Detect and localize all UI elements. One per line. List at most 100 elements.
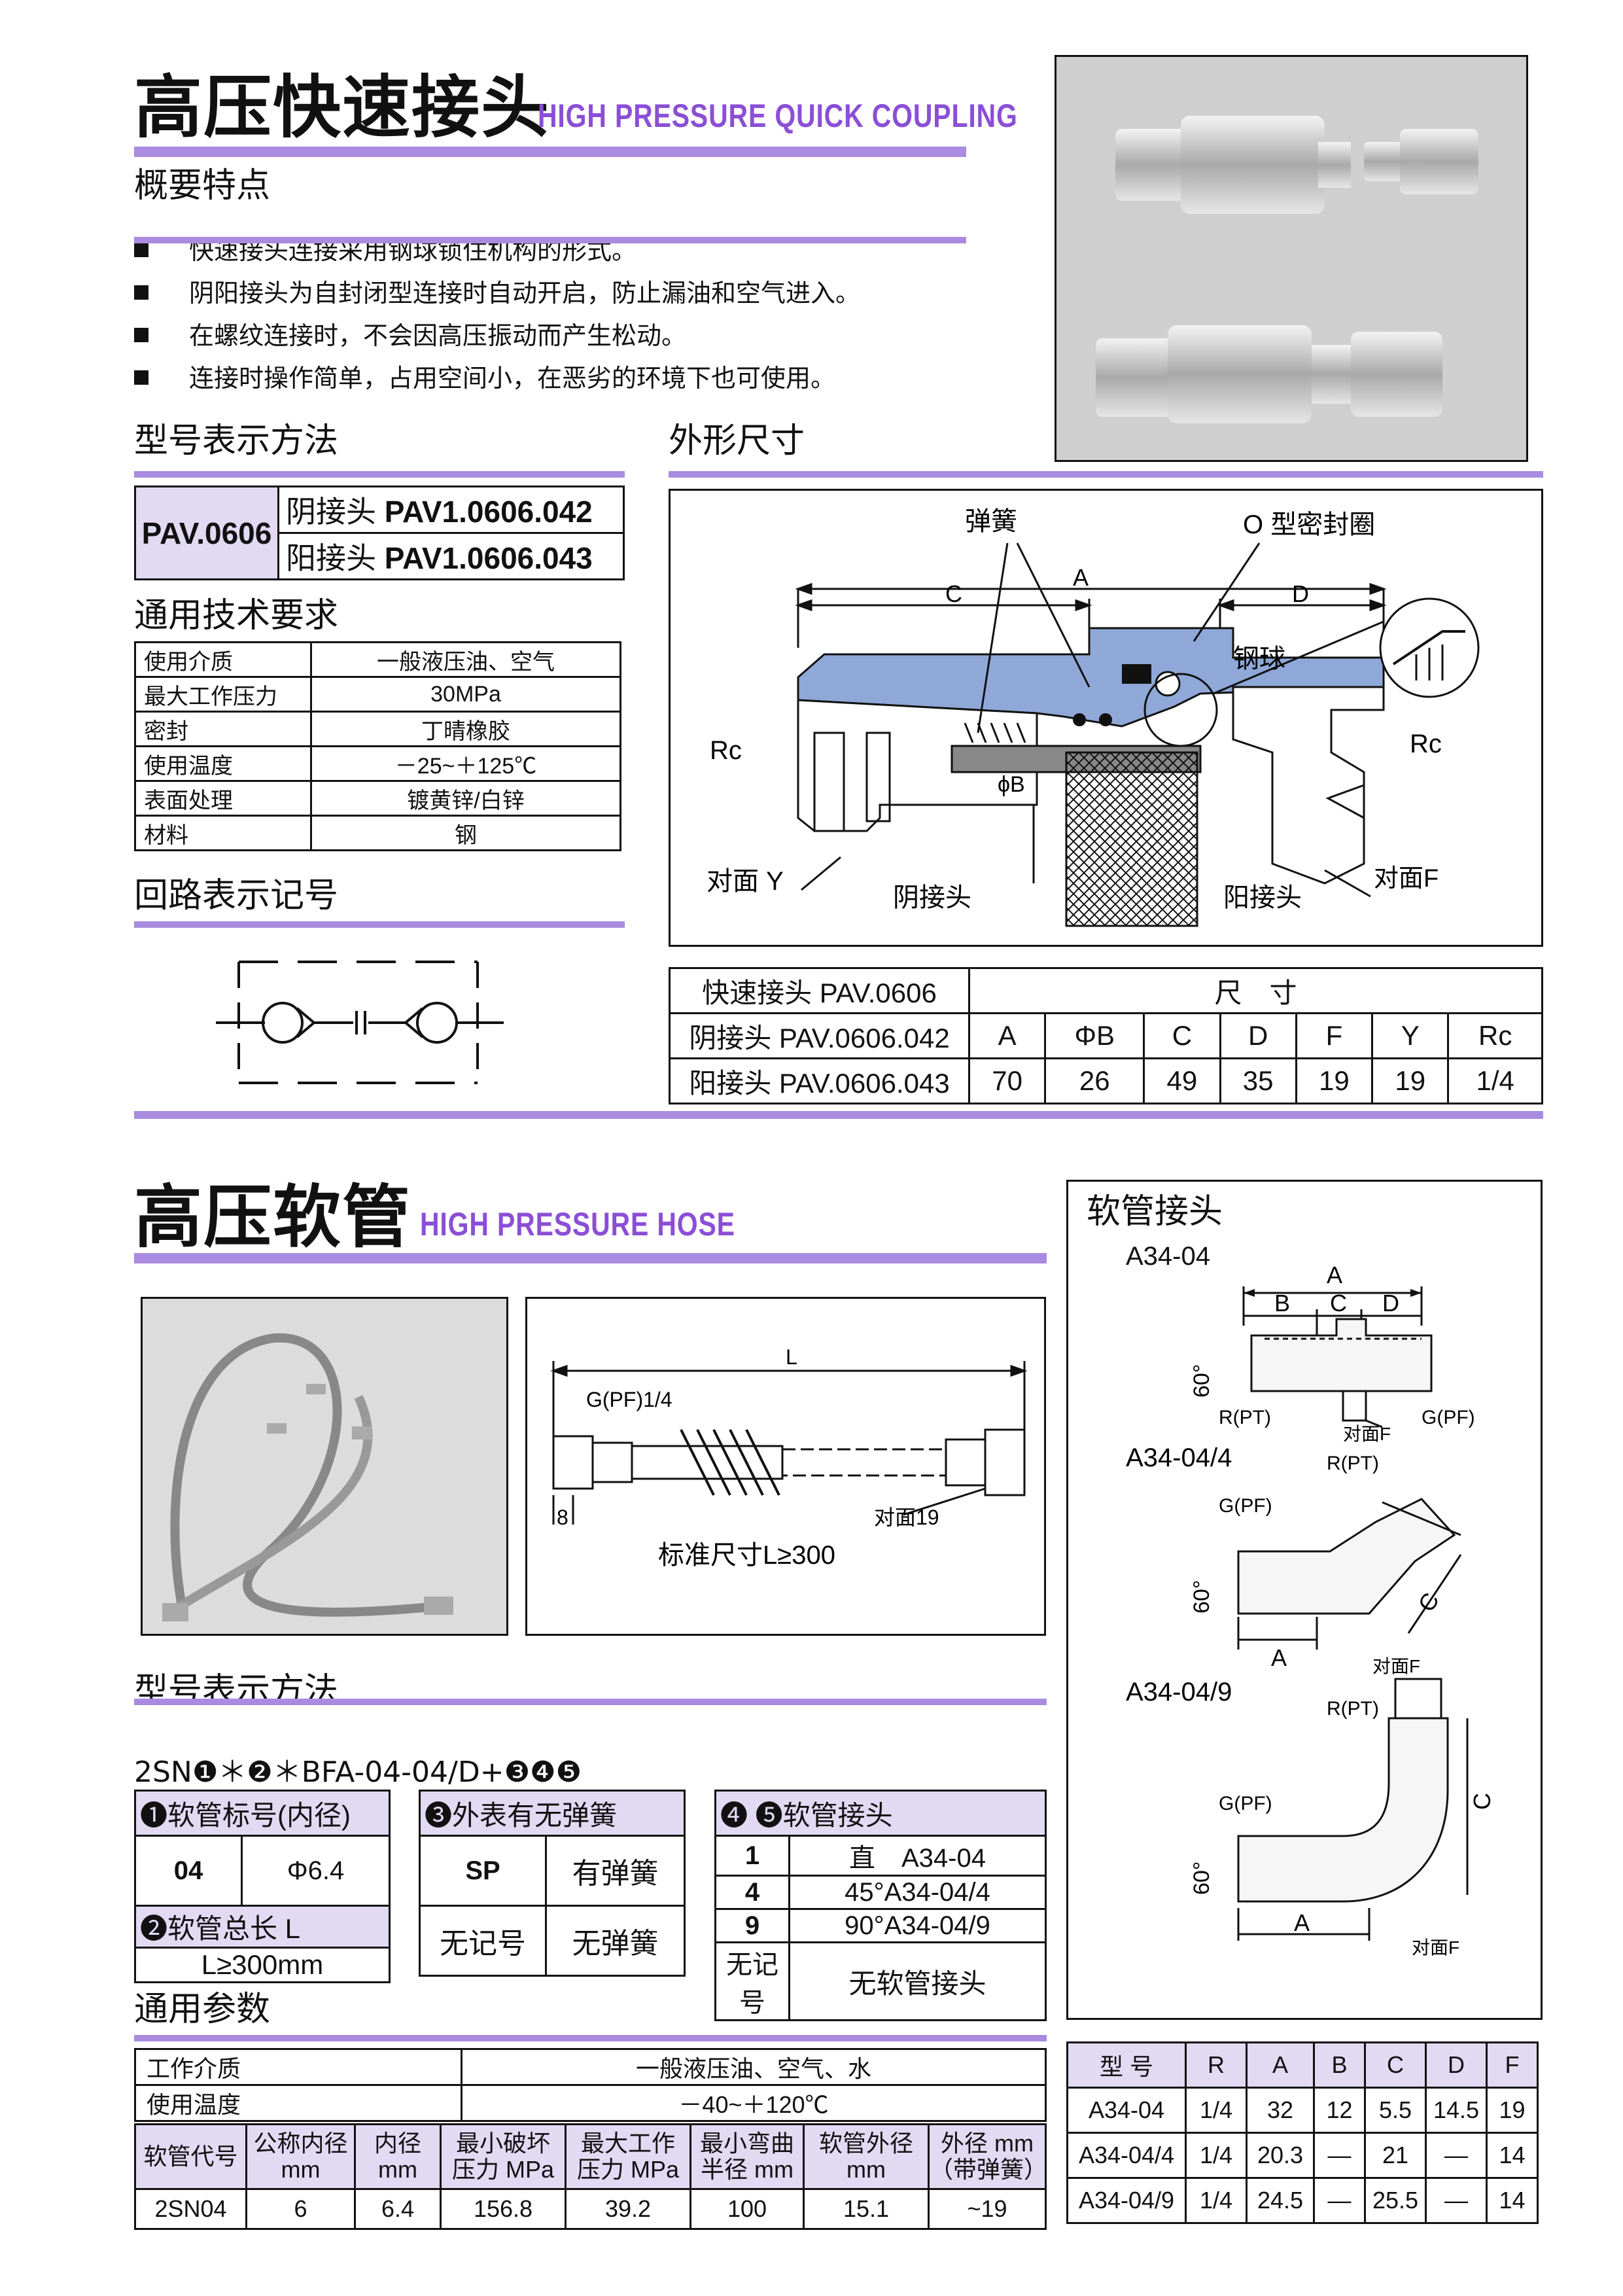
feature-list: 快速接头连接采用钢球锁住机构的形式。 阴阳接头为自封闭型连接时自动开启，防止漏油… (134, 230, 966, 400)
box-total-length-value: L≥300mm (134, 1947, 391, 1983)
coupling-diagram: 弹簧 O 型密封圈 钢球 A C D Rc Rc ϕB 对面 Y 对面F 阴接头… (669, 489, 1543, 947)
label-female: 阴接头 (893, 883, 971, 912)
fitting-a34-04-9-label: A34-04/9 (1126, 1678, 1232, 1706)
fit-label-gpf-3: G(PF) (1219, 1793, 1272, 1814)
fit-label-rpt-3: R(PT) (1327, 1698, 1379, 1720)
overview-underline (134, 237, 966, 243)
label-rc-left: Rc (710, 736, 742, 765)
model-code: PAV.0606 (134, 486, 279, 580)
table-row: 材料钢 (134, 815, 621, 851)
fit-label-face-2: 对面F (1372, 1656, 1420, 1676)
fit-label-c: C (1330, 1290, 1347, 1316)
overview-heading: 概要特点 (134, 166, 271, 205)
label-oring: O 型密封圈 (1243, 510, 1375, 539)
fit-label-deg-1: 60° (1189, 1364, 1214, 1398)
label-phib: ϕB (998, 772, 1025, 797)
coupling-title-cn: 高压快速接头 (134, 67, 551, 147)
label-face-y: 对面 Y (707, 867, 784, 896)
label-spring: 弹簧 (965, 507, 1017, 536)
table-row: 使用温度－25~＋125℃ (134, 745, 621, 782)
fit-label-a-3: A (1294, 1909, 1310, 1936)
box-total-length-title: ❷软管总长 L (134, 1905, 391, 1949)
circuit-heading: 回路表示记号 (134, 876, 339, 915)
circuit-symbol (216, 961, 504, 1084)
model-male: 阳接头 PAV1.0606.043 (277, 532, 625, 580)
section-divider (134, 1111, 1543, 1119)
title-underline (134, 147, 966, 157)
feature-item: 连接时操作简单，占用空间小，在恶劣的环境下也可使用。 (134, 358, 966, 400)
label-ball: 钢球 (1233, 645, 1285, 673)
hose-formula: 2SN❶＊❷＊BFA-04-04/D+❸❹❺ (134, 1756, 582, 1789)
table-row: 使用温度－40~＋120℃ (134, 2084, 1047, 2122)
fit-label-d: D (1382, 1290, 1399, 1316)
hose-label-std: 标准尺寸L≥300 (658, 1541, 835, 1570)
hose-label-8: 8 (557, 1506, 568, 1529)
coupling-title-en: HIGH PRESSURE QUICK COUPLING (538, 97, 1018, 134)
fittings-panel: 软管接头 A34-04 A B C D 60° R (1066, 1180, 1543, 2020)
hose-model-underline (134, 1699, 1047, 1705)
hose-title-en: HIGH PRESSURE HOSE (420, 1206, 735, 1243)
fit-label-rpt-2: R(PT) (1327, 1453, 1379, 1474)
hose-spec-table: 软管代号 公称内径 mm 内径 mm 最小破坏 压力 MPa 最大工作 压力 M… (134, 2123, 1047, 2230)
circuit-underline (134, 921, 625, 928)
hose-label-gpf: G(PF)1/4 (586, 1388, 672, 1411)
hose-title-underline (134, 1253, 1047, 1263)
table-row: 工作介质一般液压油、空气、水 (134, 2048, 1047, 2086)
dim-head-right: 尺 寸 (968, 967, 1543, 1014)
fitting-a34-04-4-label: A34-04/4 (1126, 1443, 1232, 1472)
label-rc-right: Rc (1410, 730, 1442, 758)
model-underline (134, 471, 625, 478)
hose-label-face19: 对面19 (874, 1506, 939, 1529)
model-heading: 型号表示方法 (134, 421, 339, 461)
fittings-heading: 软管接头 (1087, 1192, 1223, 1231)
fit-label-a-2: A (1271, 1644, 1287, 1671)
hose-title-cn: 高压软管 (134, 1177, 412, 1257)
fit-label-gpf-1: G(PF) (1422, 1407, 1475, 1428)
feature-item: 阴阳接头为自封闭型连接时自动开启，防止漏油和空气进入。 (134, 273, 966, 315)
label-a: A (1073, 564, 1089, 591)
dim-head-left: 快速接头 PAV.0606 (669, 967, 970, 1014)
fit-label-face-1: 对面F (1343, 1424, 1391, 1444)
fit-label-c-3: C (1469, 1793, 1495, 1810)
dims-heading: 外形尺寸 (669, 421, 805, 461)
table-row: 密封丁晴橡胶 (134, 711, 621, 747)
hose-photo (141, 1297, 508, 1636)
dims-underline (669, 471, 1543, 478)
fit-label-c-2: C (1412, 1588, 1444, 1616)
label-male: 阳接头 (1223, 883, 1302, 912)
table-row: 使用介质一般液压油、空气 (134, 641, 621, 678)
fit-label-rpt-1: R(PT) (1219, 1407, 1271, 1428)
fit-label-b: B (1274, 1290, 1290, 1316)
fit-label-deg-3: 60° (1189, 1862, 1214, 1895)
params-heading: 通用参数 (134, 1990, 271, 2029)
fit-label-gpf-2: G(PF) (1219, 1495, 1272, 1517)
model-female: 阴接头 PAV1.0606.042 (277, 486, 625, 534)
label-d: D (1292, 580, 1309, 607)
model-table: PAV.0606 阴接头 PAV1.0606.042 阳接头 PAV1.0606… (134, 486, 625, 580)
coupling-photo (1055, 55, 1528, 462)
fit-label-face-3: 对面F (1412, 1937, 1459, 1958)
label-face-f: 对面F (1374, 865, 1439, 892)
table-row: 无记号无软管接头 (714, 1941, 1047, 2021)
fit-label-deg-2: 60° (1189, 1580, 1214, 1614)
hose-label-l: L (786, 1345, 797, 1369)
table-row: 表面处理镀黄锌/白锌 (134, 780, 621, 817)
hose-drawing: L G(PF)1/4 8 对面19 标准尺寸L≥300 (525, 1297, 1046, 1636)
fit-label-a: A (1327, 1262, 1342, 1288)
params-table: 工作介质一般液压油、空气、水 使用温度－40~＋120℃ (134, 2048, 1047, 2122)
fitting-a34-04-label: A34-04 (1126, 1242, 1210, 1271)
tech-heading: 通用技术要求 (134, 596, 339, 635)
